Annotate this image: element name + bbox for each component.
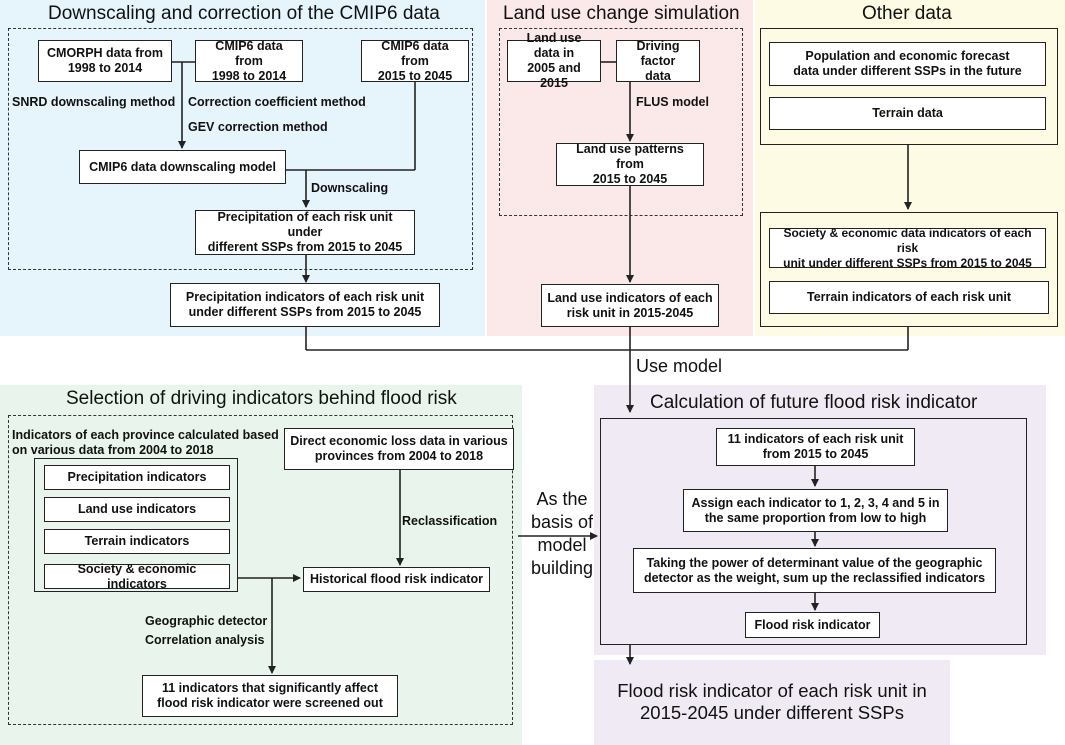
driving-factor-box: Driving factor data [616,39,700,83]
flood-risk-indicator-box: Flood risk indicator [745,612,880,638]
landuse-indicators-box: Land use indicators of each risk unit in… [541,284,719,327]
screened-indicators-box: 11 indicators that significantly affect … [142,675,398,717]
weighted-sum-box: Taking the power of determinant value of… [633,548,996,593]
output-label: Flood risk indicator of each risk unit i… [617,680,927,723]
terrain-indicators-box: Terrain indicators of each risk unit [769,281,1049,314]
precipitation-unit-box: Precipitation of each risk unit under di… [195,210,415,255]
landuse-patterns-box: Land use patterns from 2015 to 2045 [556,142,704,186]
economic-loss-box: Direct economic loss data in various pro… [284,428,514,470]
downscaling-title: Downscaling and correction of the CMIP6 … [48,3,440,24]
panel-output [594,660,950,745]
downscaling-dashed-frame [8,28,473,270]
province-indicators-frame [34,458,238,592]
use-model-label: Use model [636,356,723,376]
landuse-data-box: Land use data in 2005 and 2015 [507,31,601,90]
precipitation-indicators-item: Precipitation indicators [44,465,230,490]
society-economic-indicators-item: Society & economic indicators [44,562,230,591]
other-frame-bottom [760,212,1058,327]
landuse-title: Land use change simulation [503,3,740,24]
correction-coefficient-label: Correction coefficient method [188,95,366,109]
cmip6-historical-box: CMIP6 data from 1998 to 2014 [195,39,303,83]
cmorph-data-box: CMORPH data from 1998 to 2014 [38,40,172,82]
society-economic-box: Society & economic data indicators of ea… [769,226,1046,270]
other-frame-top [760,28,1058,145]
terrain-data-box: Terrain data [769,97,1046,130]
calculation-title: Calculation of future flood risk indicat… [650,392,978,413]
assign-indicator-box: Assign each indicator to 1, 2, 3, 4 and … [683,489,948,532]
selection-dashed-frame [8,415,513,725]
downscaling-label: Downscaling [311,181,389,195]
basis-label: As the basis of model building [530,489,594,578]
geographic-detector-label: Geographic detector [145,614,268,628]
precipitation-indicators-box: Precipitation indicators of each risk un… [170,283,440,327]
selection-title: Selection of driving indicators behind f… [66,388,457,409]
landuse-dashed-frame [499,28,743,216]
landuse-indicators-item: Land use indicators [44,497,230,522]
province-indicators-header: Indicators of each province calculated b… [12,428,279,457]
other-title: Other data [862,3,952,24]
population-forecast-box: Population and economic forecast data un… [769,42,1046,86]
historical-flood-risk-box: Historical flood risk indicator [303,567,490,592]
snrd-method-label: SNRD downscaling method [12,95,176,109]
correlation-analysis-label: Correlation analysis [145,633,265,647]
flus-model-label: FLUS model [636,95,709,109]
eleven-indicators-box: 11 indicators of each risk unit from 201… [716,428,915,466]
reclassification-label: Reclassification [402,514,498,528]
gev-correction-label: GEV correction method [188,120,328,134]
cmip6-future-box: CMIP6 data from 2015 to 2045 [361,39,469,83]
downscaling-model-box: CMIP6 data downscaling model [79,150,286,184]
calculation-frame [600,418,1027,645]
terrain-indicators-item: Terrain indicators [44,529,230,554]
